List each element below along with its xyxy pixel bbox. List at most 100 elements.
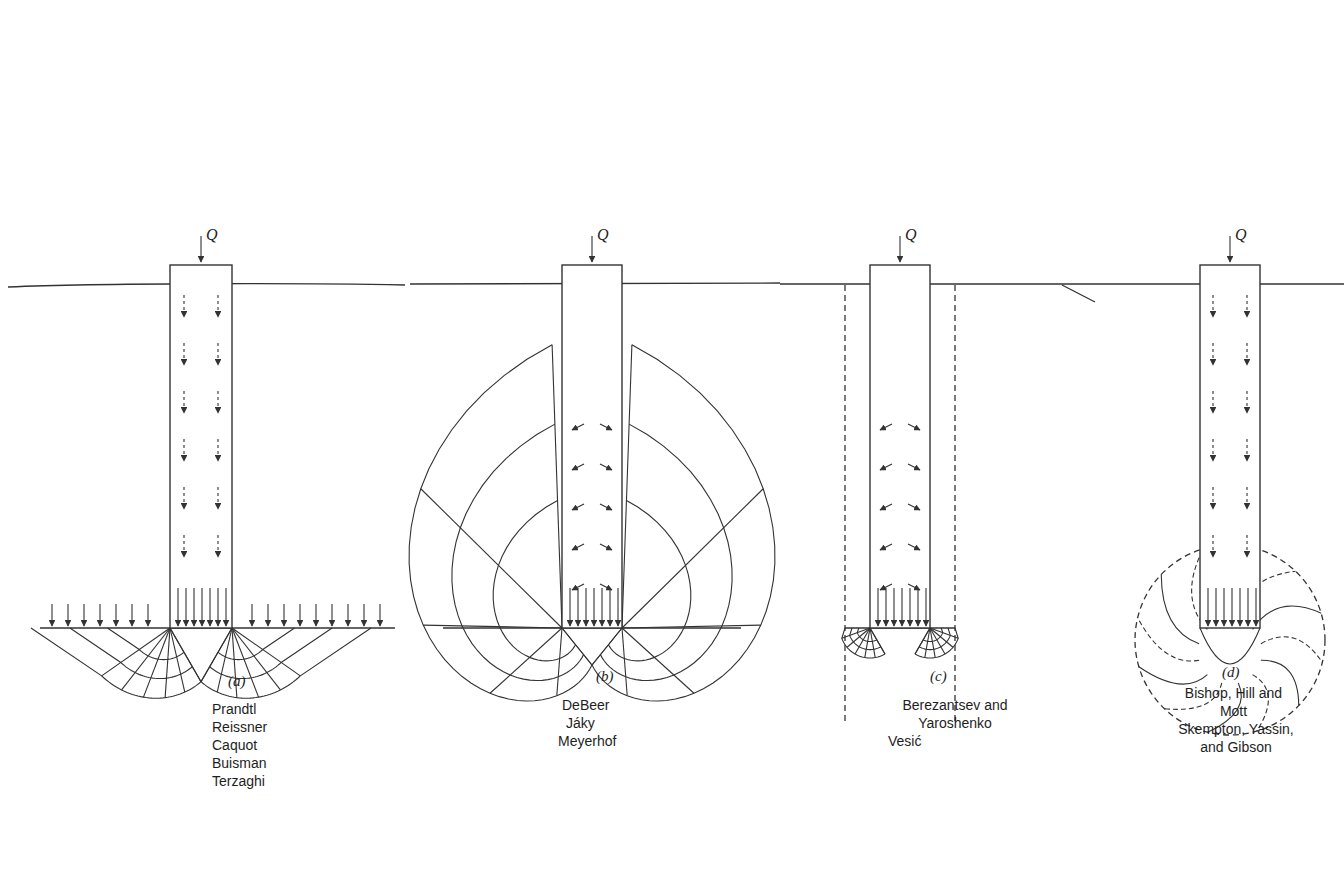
radial-line <box>421 489 562 628</box>
radial-line <box>622 345 632 628</box>
radial-line <box>552 345 562 628</box>
skin-friction-arrow <box>1246 391 1247 413</box>
radial-line <box>557 628 562 696</box>
skin-friction-arrow <box>217 391 218 413</box>
base-pressure-arrow <box>893 588 894 626</box>
overburden-arrow <box>131 604 132 626</box>
author-name: Bishop, Hill and Mott <box>1176 684 1291 720</box>
radial-line <box>201 628 232 682</box>
figure-letter: (b) <box>596 668 614 684</box>
overburden-arrow <box>51 604 52 626</box>
skin-friction-arrow <box>600 464 612 470</box>
overburden-arrow <box>283 604 284 626</box>
radial-line <box>847 628 870 647</box>
load-label: Q <box>597 226 609 243</box>
overburden-arrow <box>347 604 348 626</box>
radial-line <box>930 628 958 638</box>
base-pressure-arrow <box>877 588 878 626</box>
skin-friction-arrow <box>1212 439 1213 461</box>
skin-friction-arrow <box>1246 343 1247 365</box>
radial-line <box>870 628 875 658</box>
base-pressure-arrow <box>1223 588 1224 626</box>
skin-friction-arrow <box>217 343 218 365</box>
ground-tick <box>1062 285 1095 302</box>
skin-friction-arrow <box>217 487 218 509</box>
author-name: Meyerhof <box>558 733 616 749</box>
base-pressure-arrow <box>901 588 902 626</box>
figure-letter: (c) <box>930 668 964 685</box>
skin-friction-arrow <box>880 464 892 470</box>
dashed-boundary <box>844 285 845 722</box>
radial-line <box>562 628 592 665</box>
base-pressure-arrow <box>225 588 226 626</box>
author-name: Terzaghi <box>212 772 332 790</box>
skin-friction-arrow <box>183 295 184 317</box>
author-name: Reissner <box>212 719 267 735</box>
radial-line <box>930 628 953 647</box>
plastic-zone-line <box>1261 637 1322 663</box>
base-pressure-arrow <box>201 588 202 626</box>
radial-line <box>170 628 201 682</box>
author-name: Bishop, Hill and Mott <box>1185 685 1282 719</box>
base-pressure-arrow <box>609 588 610 626</box>
failure-surface <box>915 628 958 658</box>
skin-friction-arrow <box>572 544 584 550</box>
base-pressure-arrow <box>917 588 918 626</box>
skin-friction-arrow <box>1212 487 1213 509</box>
figure-letter: (a) <box>228 673 246 689</box>
base-pressure-arrow <box>209 588 210 626</box>
skin-friction-arrow <box>217 439 218 461</box>
skin-friction-arrow <box>572 504 584 510</box>
figure-letter: (d) <box>1222 664 1256 681</box>
failure-surface <box>842 628 885 658</box>
base-pressure-arrow <box>601 588 602 626</box>
bulb-zone <box>1200 628 1260 664</box>
base-pressure-arrow <box>885 588 886 626</box>
skin-friction-arrow <box>880 424 892 430</box>
base-pressure-arrow <box>909 588 910 626</box>
base-pressure-arrow <box>217 588 218 626</box>
radial-line <box>622 625 761 628</box>
base-pressure-arrow <box>617 588 618 626</box>
load-label: Q <box>1235 226 1255 244</box>
figure-letter: (c) <box>930 668 947 684</box>
dashed-boundary <box>954 285 955 722</box>
skin-friction-arrow <box>572 424 584 430</box>
overburden-arrow <box>147 604 148 626</box>
skin-friction-arrow <box>880 504 892 510</box>
plastic-zone-line <box>1161 574 1199 643</box>
wedge-line <box>562 628 592 665</box>
pile-shaft <box>562 265 622 628</box>
overburden-arrow <box>379 604 380 626</box>
overburden-arrow <box>315 604 316 626</box>
base-pressure-arrow <box>585 588 586 626</box>
skin-friction-arrow <box>1212 391 1213 413</box>
wedge-line <box>592 628 622 665</box>
skin-friction-arrow <box>1246 295 1247 317</box>
radial-line <box>490 628 562 693</box>
author-name: Buisman <box>212 754 332 772</box>
ground-line <box>780 283 1100 284</box>
wedge-line <box>170 628 201 682</box>
skin-friction-arrow <box>217 295 218 317</box>
overburden-arrow <box>99 604 100 626</box>
author-name: Jáky <box>566 715 595 731</box>
radial-line <box>842 628 870 638</box>
load-label: Q <box>1235 226 1247 243</box>
overburden-arrow <box>83 604 84 626</box>
author-name: DeBeer <box>562 696 682 714</box>
radial-line <box>232 628 300 676</box>
author-name: Buisman <box>212 755 266 771</box>
skin-friction-arrow <box>908 544 920 550</box>
base-pressure-arrow <box>185 588 186 626</box>
author-name: Berezantsev and Yaroshenko <box>885 696 1025 732</box>
pile-shaft <box>870 265 930 628</box>
pile-shaft <box>1200 265 1260 628</box>
load-arrow <box>1229 236 1230 262</box>
overburden-arrow <box>67 604 68 626</box>
radial-line <box>622 489 763 628</box>
author-name: Reissner <box>212 718 332 736</box>
load-label: Q <box>905 226 917 243</box>
author-name: Jáky <box>566 714 686 732</box>
